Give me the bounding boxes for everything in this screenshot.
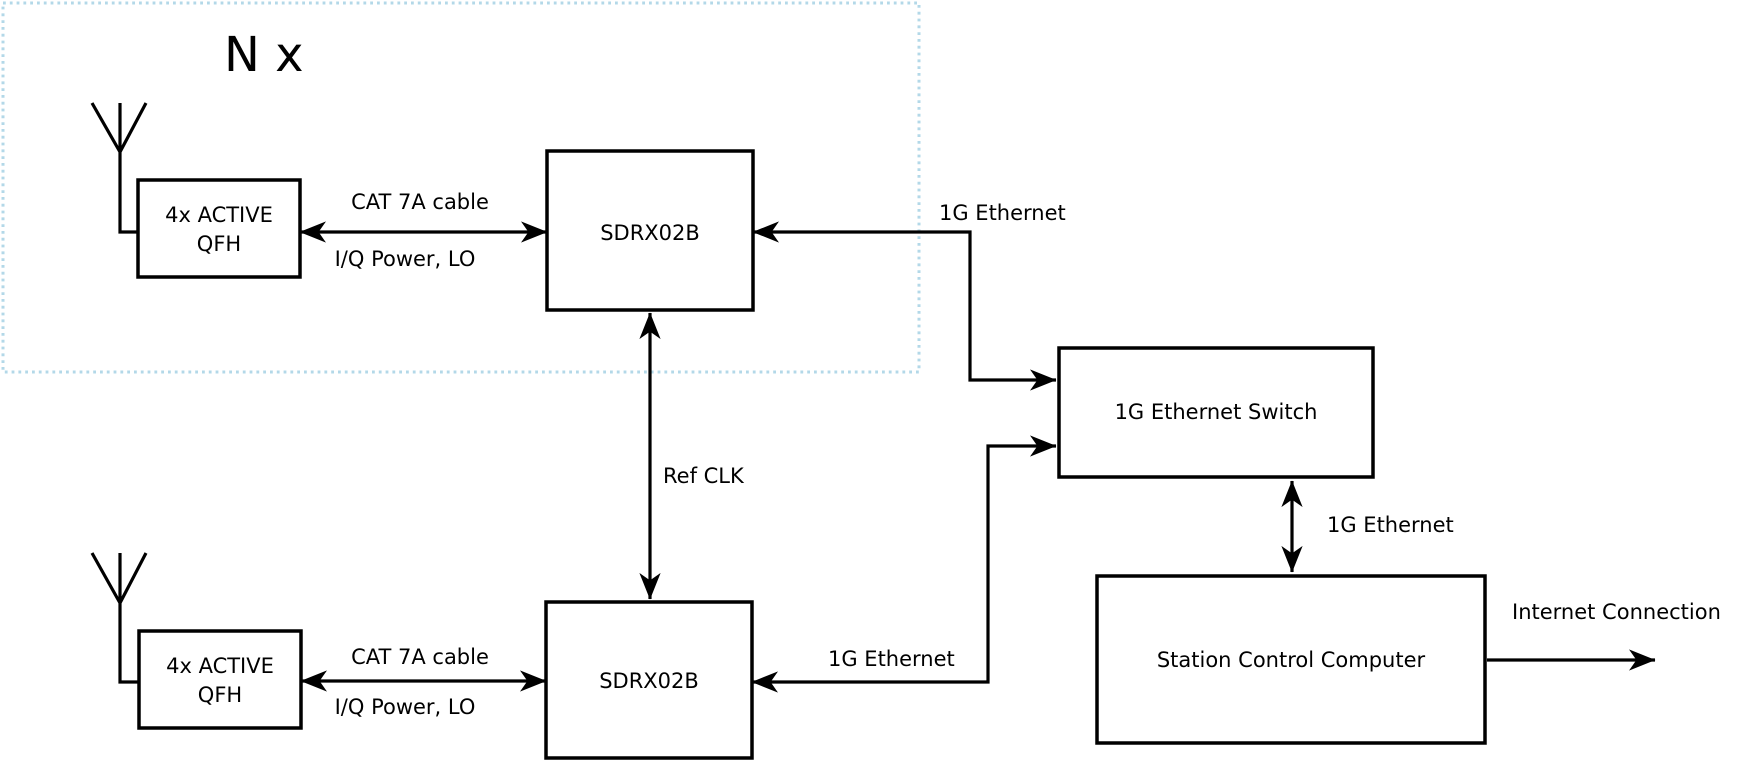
sdrx-top-label: SDRX02B [600,221,700,245]
eth-switch-computer-label: 1G Ethernet [1327,513,1454,537]
sdrx-bottom-label: SDRX02B [599,669,699,693]
ethernet-switch-node: 1G Ethernet Switch [1057,346,1375,479]
ref-clk-label: Ref CLK [663,464,745,488]
ethernet-switch-label: 1G Ethernet Switch [1115,400,1318,424]
eth-sdrx-top-edge [752,221,1057,391]
qfh-top-label-line1: 4x ACTIVE [165,203,273,227]
cat7a-bottom-iq-power-label: I/Q Power, LO [335,695,476,719]
station-computer-label: Station Control Computer [1157,648,1426,672]
eth-sdrx-top-label: 1G Ethernet [939,201,1066,225]
qfh-bottom-label-line1: 4x ACTIVE [166,654,274,678]
cat7a-top-iq-power-label: I/Q Power, LO [335,247,476,271]
qfh-bottom-node: 4x ACTIVE QFH [137,629,303,730]
antenna-bottom-icon [90,552,148,684]
qfh-top-label-line2: QFH [197,232,241,256]
station-computer-node: Station Control Computer [1095,574,1487,745]
cat7a-bottom-cable-label: CAT 7A cable [351,645,489,669]
replication-count-label: N x [224,27,304,83]
qfh-bottom-label-line2: QFH [198,683,242,707]
internet-connection-label: Internet Connection [1512,600,1721,624]
eth-sdrx-bottom-edge [751,435,1057,693]
sdrx-bottom-node: SDRX02B [544,600,754,760]
antenna-top-icon [90,102,148,234]
cat7a-top-cable-label: CAT 7A cable [351,190,489,214]
eth-sdrx-bottom-label: 1G Ethernet [828,647,955,671]
replication-group-box [1,1,921,374]
sdrx-top-node: SDRX02B [545,149,755,312]
qfh-top-node: 4x ACTIVE QFH [136,178,302,279]
